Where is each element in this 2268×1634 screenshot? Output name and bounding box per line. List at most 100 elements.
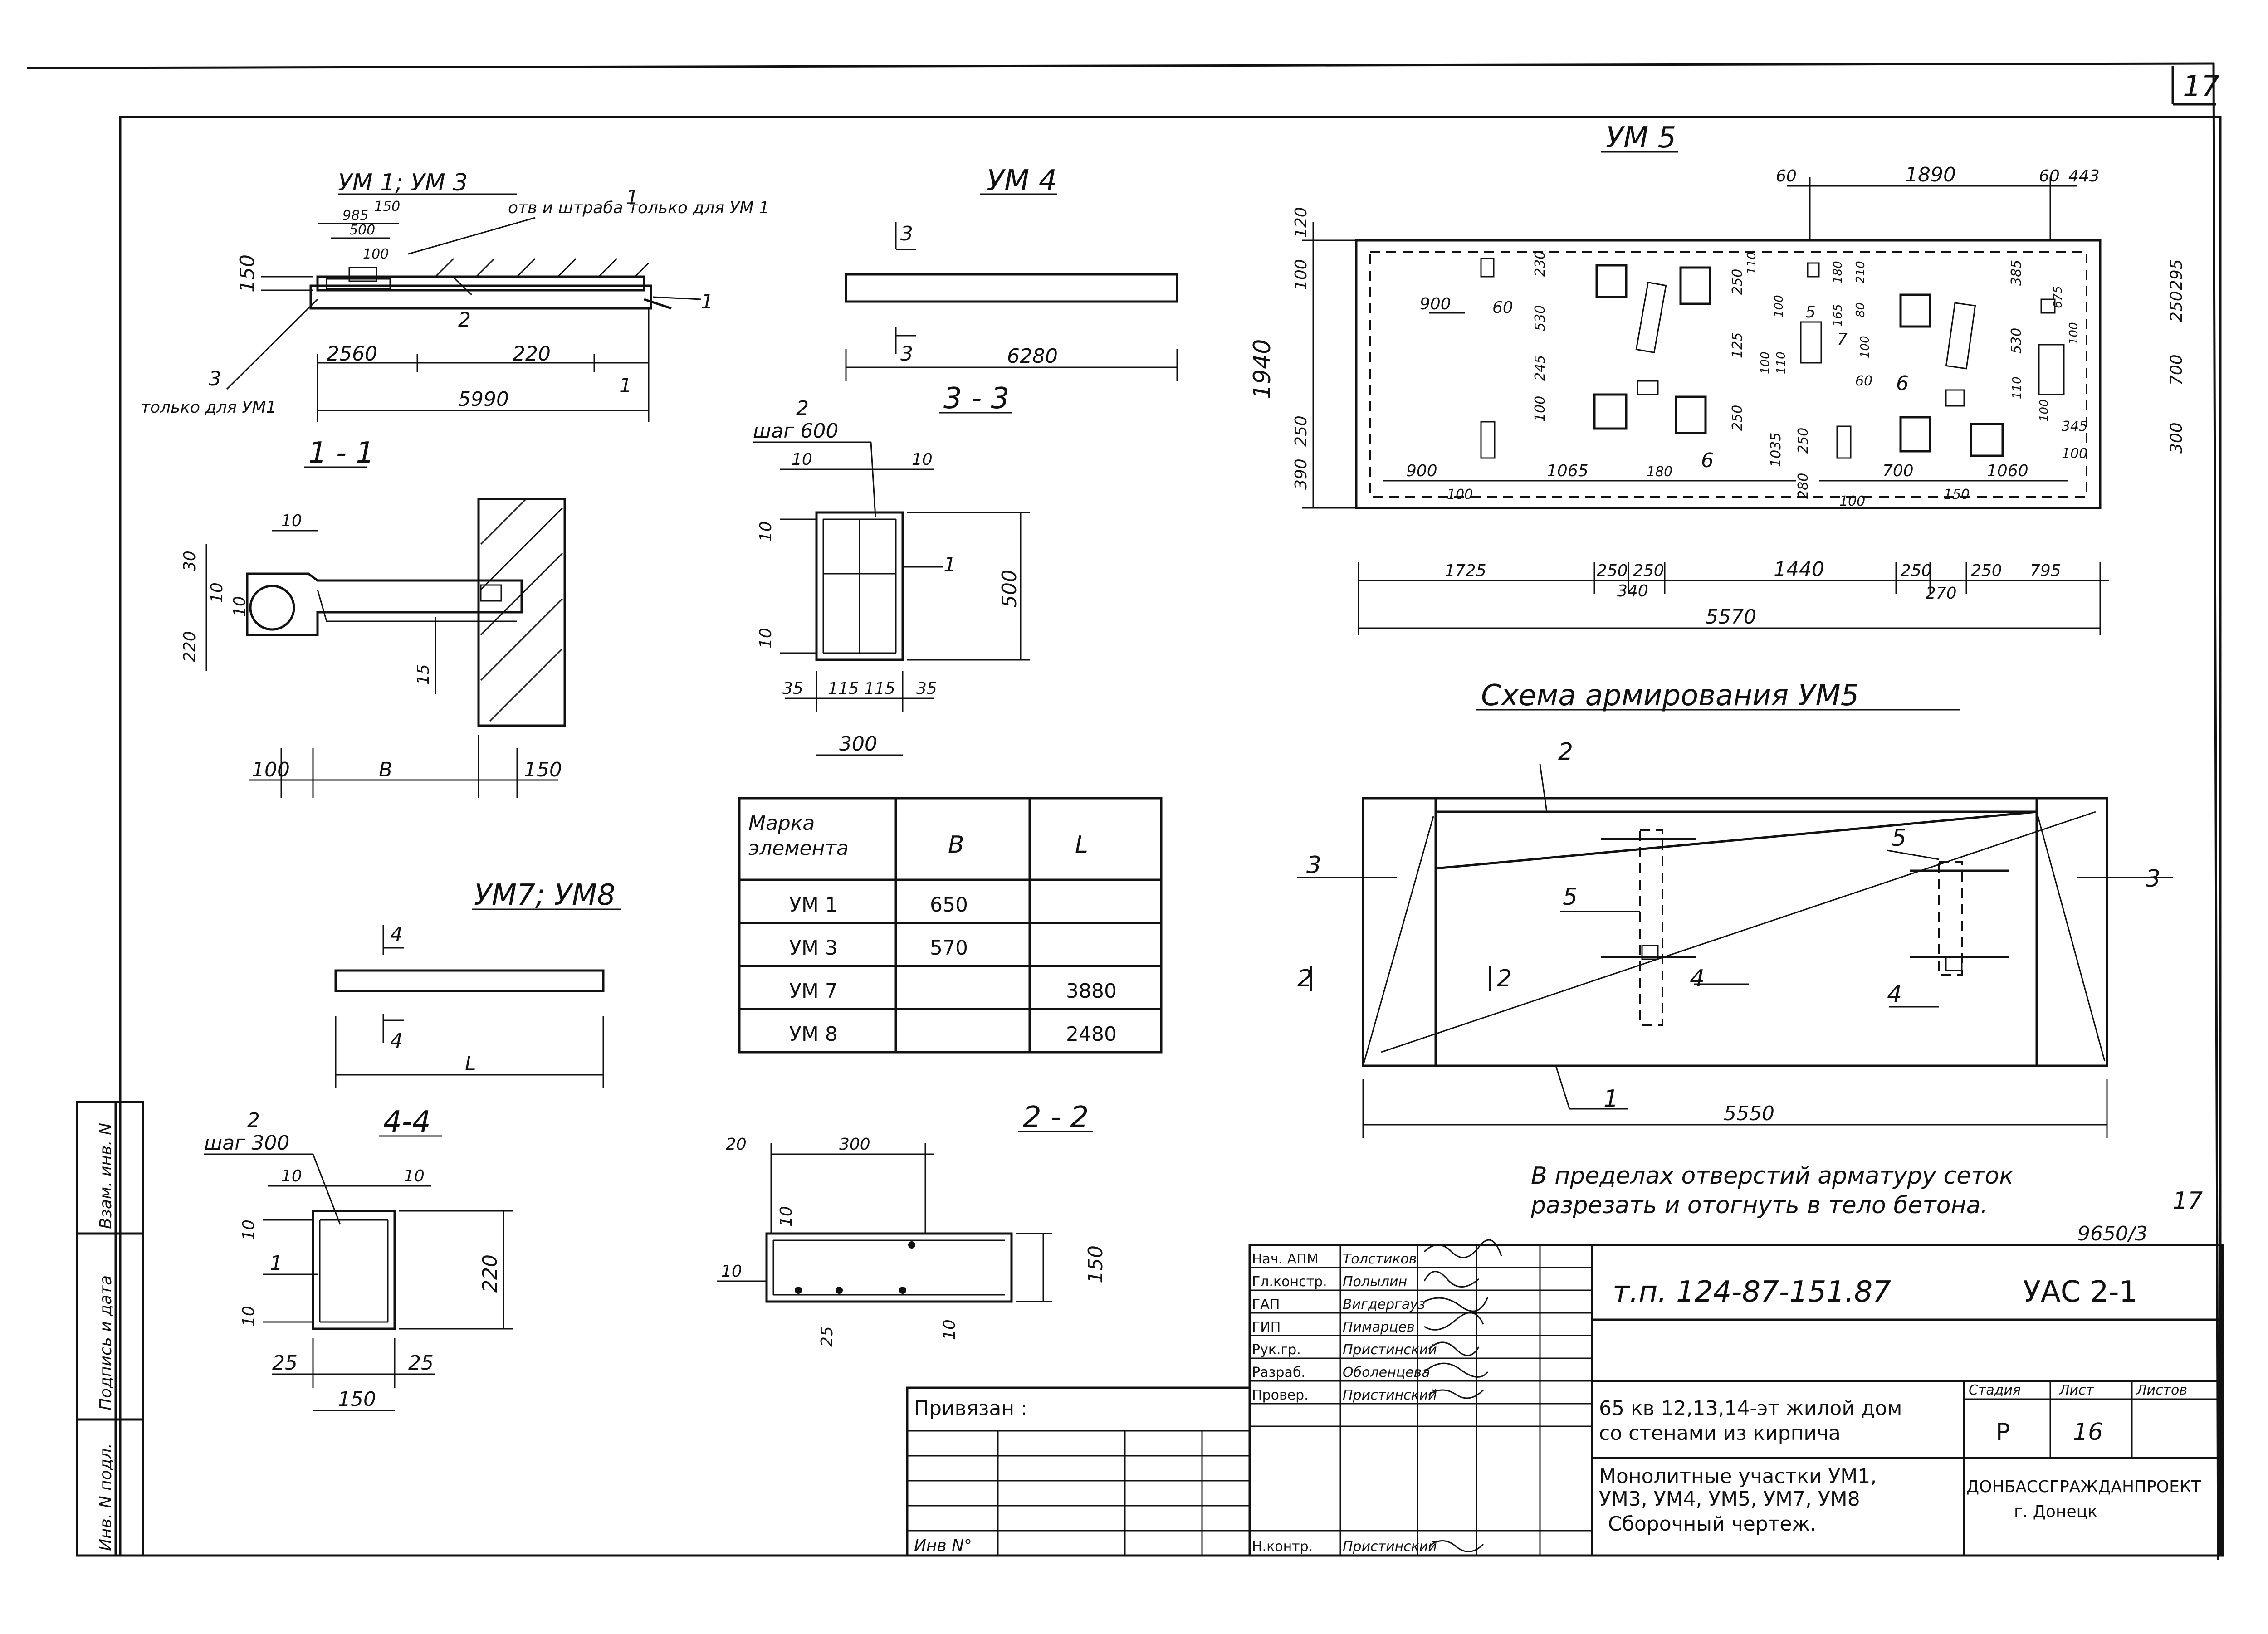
table-cell-1-1: 570 bbox=[930, 937, 968, 960]
org-line2: г. Донецк bbox=[2014, 1502, 2097, 1521]
scheme-section-2b: 2 bbox=[1497, 965, 1512, 992]
um5-d60a: 60 bbox=[1776, 167, 1797, 185]
um5-d120: 120 bbox=[1292, 207, 1310, 238]
section-4-4: 4-4 2 шаг 300 10 10 10 10 1 220 25 25 15… bbox=[204, 1105, 513, 1411]
um1-mark-2: 2 bbox=[458, 308, 471, 332]
page-number: 17 bbox=[2183, 70, 2220, 103]
um1-mark-1: 1 bbox=[701, 290, 714, 313]
um5-d80: 80 bbox=[1854, 302, 1867, 317]
um5-d7: 7 bbox=[1837, 330, 1848, 349]
um5-d250f: 250 bbox=[1633, 561, 1664, 580]
s22-d25: 25 bbox=[818, 1326, 836, 1347]
name-4: Пристинский bbox=[1343, 1342, 1437, 1358]
um1-d5990: 5990 bbox=[458, 388, 509, 411]
um5-d60b: 60 bbox=[2039, 167, 2060, 185]
um5-d110: 110 bbox=[1745, 252, 1759, 274]
table-header-0-line0: Марка bbox=[748, 812, 815, 835]
um5-d100i: 100 bbox=[1447, 487, 1473, 502]
um5-d295: 295 bbox=[2167, 259, 2186, 290]
table-header-0-line1: элемента bbox=[748, 837, 849, 860]
um5-d100c: 100 bbox=[1772, 295, 1786, 317]
role-1: Гл.констр. bbox=[1252, 1274, 1327, 1290]
table-cell-2-0: УМ 7 bbox=[789, 980, 838, 1003]
s33-mark-1: 1 bbox=[943, 553, 956, 576]
s33-d10c: 10 bbox=[757, 521, 775, 542]
um5-d340: 340 bbox=[1617, 582, 1648, 600]
um5-d1890: 1890 bbox=[1905, 163, 1956, 186]
scheme-mark-5b: 5 bbox=[1892, 824, 1906, 852]
table-cell-0-1: 650 bbox=[930, 893, 968, 917]
um5-mark-6b: 6 bbox=[1701, 449, 1714, 472]
um5-d530b: 530 bbox=[2009, 328, 2024, 354]
s33-d115a: 115 bbox=[828, 679, 859, 698]
sheet-code: 9650/3 bbox=[2077, 1222, 2148, 1245]
view-um7-um8: УМ7; УМ8 4 4 L bbox=[334, 878, 621, 1088]
um1-mark-1-top: 1 bbox=[626, 186, 639, 209]
um5-d150: 150 bbox=[1944, 487, 1970, 502]
um5-d1725: 1725 bbox=[1445, 561, 1486, 580]
um7-mark-4b: 4 bbox=[390, 1029, 403, 1053]
table-cell-2-2: 3880 bbox=[1066, 980, 1117, 1003]
um5-d230: 230 bbox=[1532, 251, 1548, 277]
s22-d10b: 10 bbox=[721, 1262, 742, 1281]
note-line2: разрезать и отогнуть в тело бетона. bbox=[1530, 1192, 1988, 1219]
name-0: Толстиков bbox=[1343, 1251, 1417, 1267]
um5-d60d: 60 bbox=[1855, 373, 1872, 389]
s11-dB: В bbox=[379, 758, 392, 781]
table-cell-0-0: УМ 1 bbox=[789, 893, 838, 917]
table-cell-3-0: УМ 8 bbox=[789, 1023, 838, 1046]
scheme-mark-4b: 4 bbox=[1887, 981, 1902, 1008]
doc-code: т.п. 124-87-151.87 bbox=[1613, 1275, 1891, 1309]
stage-value: Р bbox=[1996, 1419, 2010, 1446]
s11-d10: 10 bbox=[281, 512, 302, 530]
um5-d100e: 100 bbox=[1858, 336, 1872, 358]
s33-d115b: 115 bbox=[864, 679, 895, 698]
scheme-mark-3b: 3 bbox=[2146, 865, 2160, 893]
um4-d6280: 6280 bbox=[1007, 345, 1058, 368]
s33-d10b: 10 bbox=[912, 450, 933, 469]
um1-d100: 100 bbox=[363, 246, 389, 262]
s44-d10c: 10 bbox=[240, 1219, 258, 1240]
um4-mark-3b: 3 bbox=[900, 342, 913, 366]
s44-d220: 220 bbox=[479, 1254, 502, 1293]
project-line1: 65 кв 12,13,14-эт жилой дом bbox=[1599, 1397, 1902, 1420]
s11-d100: 100 bbox=[252, 758, 290, 781]
scheme-mark-3a: 3 bbox=[1306, 852, 1321, 879]
um5-d250e: 250 bbox=[1597, 561, 1628, 580]
s33-step: шаг 600 bbox=[753, 419, 838, 443]
um5-d250b: 250 bbox=[2167, 291, 2186, 322]
um5-d250g: 250 bbox=[1901, 561, 1932, 580]
s44-d10d: 10 bbox=[240, 1306, 258, 1327]
um5-d100: 100 bbox=[1292, 259, 1310, 290]
s44-mark-2: 2 bbox=[247, 1109, 260, 1132]
role-2: ГАП bbox=[1252, 1297, 1280, 1312]
um1-mark-3: 3 bbox=[209, 367, 221, 390]
um5-d110b: 110 bbox=[1774, 351, 1788, 374]
s33-d35b: 35 bbox=[916, 679, 937, 698]
um5-d900b: 900 bbox=[1406, 462, 1437, 480]
um5-d245: 245 bbox=[1532, 355, 1548, 381]
role-3: ГИП bbox=[1252, 1319, 1281, 1335]
s11-d220: 220 bbox=[181, 631, 199, 662]
s44-step: шаг 300 bbox=[204, 1132, 289, 1155]
um5-d250c: 250 bbox=[1730, 405, 1745, 431]
s33-d500: 500 bbox=[998, 570, 1021, 608]
um5-d700b: 700 bbox=[1882, 462, 1914, 480]
um7-mark-4a: 4 bbox=[390, 923, 403, 946]
note-line1: В пределах отверстий арматуру сеток bbox=[1531, 1162, 2014, 1190]
section-1-1: 1 - 1 10 30 10 10 220 15 100 В 150 bbox=[181, 436, 566, 798]
scheme-mark-5a: 5 bbox=[1563, 883, 1578, 911]
side-stamp: Взам. инв. N Подпись и дата Инв. N подл. bbox=[76, 1101, 144, 1557]
name-3: Пимарцев bbox=[1343, 1319, 1415, 1335]
s11-d30: 30 bbox=[181, 551, 199, 571]
um1-note: отв и штраба только для УМ 1 bbox=[508, 199, 769, 217]
sheets-label: Листов bbox=[2136, 1382, 2187, 1398]
s22-d20: 20 bbox=[726, 1135, 747, 1154]
s44-d10b: 10 bbox=[404, 1167, 425, 1185]
signature-marks bbox=[1423, 1239, 1502, 1552]
s33-title: 3 - 3 bbox=[943, 382, 1009, 415]
name-1: Полылин bbox=[1343, 1274, 1407, 1290]
project-line2: со стенами из кирпича bbox=[1599, 1422, 1841, 1445]
um5-d900a: 900 bbox=[1420, 295, 1451, 313]
table-header-1: В bbox=[948, 831, 964, 858]
